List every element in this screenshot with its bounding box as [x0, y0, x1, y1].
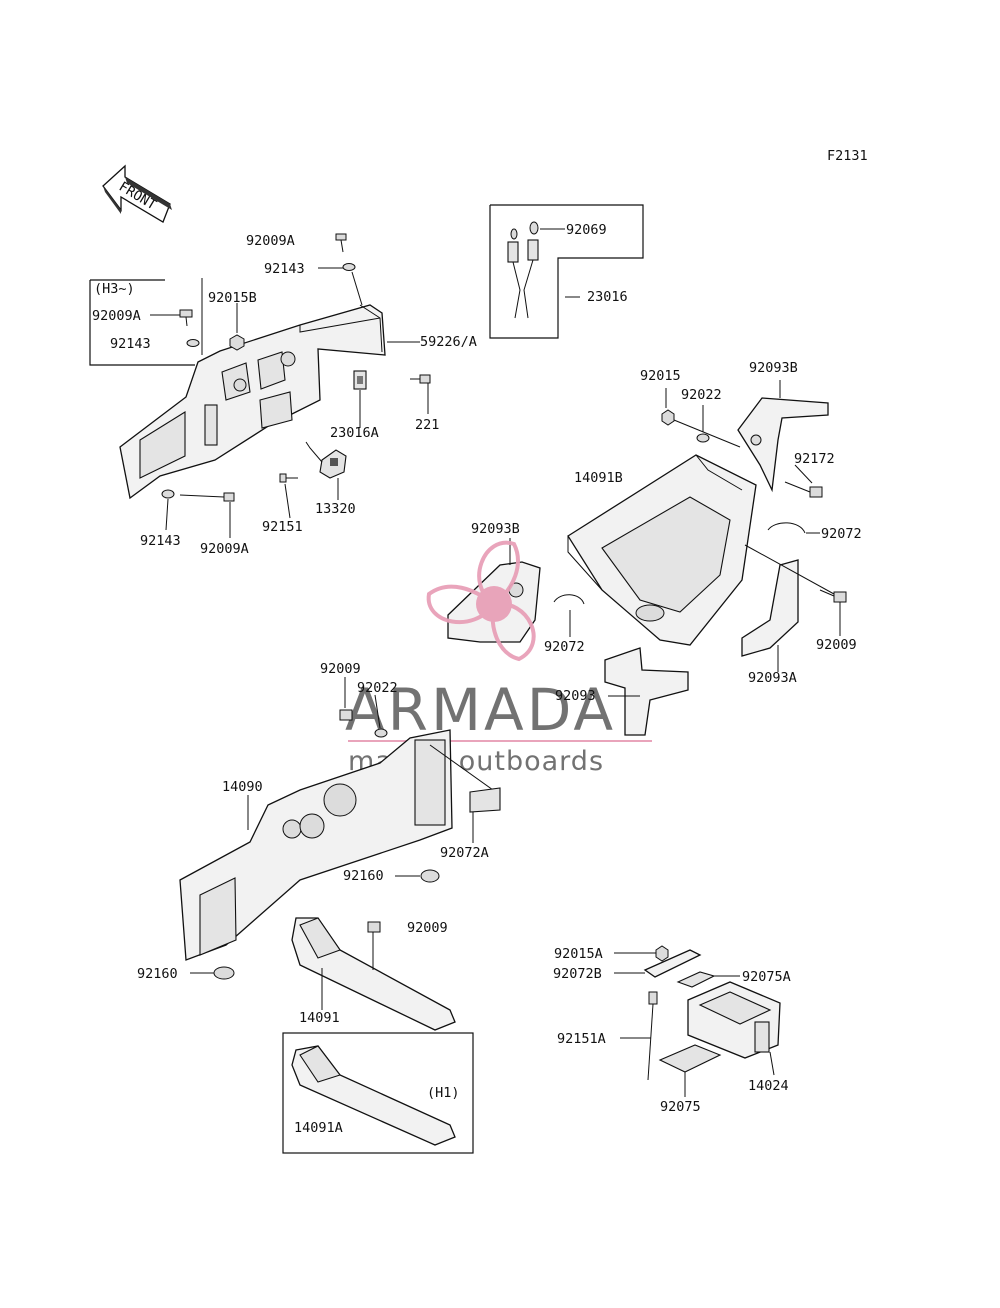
washer-92022-r: [696, 433, 710, 443]
label-92009A-top: 92009A: [246, 233, 295, 249]
label-92015A: 92015A: [554, 946, 603, 962]
clip-92072-r: [767, 522, 806, 534]
label-14091B: 14091B: [574, 470, 623, 486]
label-92072A: 92072A: [440, 845, 489, 861]
bolt-92009-mid: [339, 709, 353, 721]
harness-23016: [507, 221, 539, 319]
label-92172: 92172: [794, 451, 835, 467]
label-92009-mid: 92009: [320, 661, 361, 677]
instrument-panel-59226: [119, 304, 386, 500]
label-92160-mid: 92160: [343, 868, 384, 884]
nut-92015A: [655, 945, 669, 962]
label-92072B: 92072B: [553, 966, 602, 982]
harness-23016-box: [489, 204, 644, 339]
label-14024: 14024: [748, 1078, 789, 1094]
bolt-92009-r: [819, 589, 847, 603]
screw-92009A-box: [179, 309, 193, 327]
label-92151: 92151: [262, 519, 303, 535]
pad-92075A: [676, 971, 716, 988]
label-92072-l: 92072: [544, 639, 585, 655]
label-92022-mid: 92022: [357, 680, 398, 696]
label-92075: 92075: [660, 1099, 701, 1115]
label-221: 221: [415, 417, 439, 433]
label-92093B-l: 92093B: [471, 521, 520, 537]
screw-92009A-top: [335, 233, 347, 253]
screw-92151: [279, 473, 298, 483]
h1-variant-box: [282, 1032, 474, 1154]
nut-92015: [661, 409, 675, 426]
label-h3: (H3~): [94, 281, 135, 297]
washer-92143-top: [342, 263, 356, 271]
label-92022-r: 92022: [681, 387, 722, 403]
label-92151A: 92151A: [557, 1031, 606, 1047]
watermark-brand: ARMADA: [345, 676, 616, 744]
box-14024: [687, 981, 781, 1059]
strap-92072B: [643, 949, 702, 978]
label-92069: 92069: [566, 222, 607, 238]
washer-92143-box: [186, 339, 200, 347]
label-92093B-r: 92093B: [749, 360, 798, 376]
clip-92072-l: [553, 594, 585, 605]
bolt-92009-low: [367, 921, 381, 970]
h3-variant-box: [89, 280, 195, 366]
watermark-logo: ARMADA marine outboards: [345, 540, 652, 777]
label-23016A: 23016A: [330, 425, 379, 441]
label-92143-box: 92143: [110, 336, 151, 352]
grommet-92160-mid: [420, 869, 440, 883]
label-14091: 14091: [299, 1010, 340, 1026]
screw-221: [410, 374, 431, 384]
part-labels: 92009A 92143 (H3~) 92015B 92009A 92143 5…: [92, 222, 862, 1136]
label-92009A-bot: 92009A: [200, 541, 249, 557]
label-92009-r: 92009: [816, 637, 857, 653]
bolt-92172: [784, 481, 823, 498]
tray-14091B: [567, 454, 757, 646]
label-92015: 92015: [640, 368, 681, 384]
propeller-icon: [426, 540, 536, 662]
label-13320: 13320: [315, 501, 356, 517]
label-h1: (H1): [427, 1085, 460, 1101]
label-59226A: 59226/A: [420, 334, 477, 350]
label-92072-r: 92072: [821, 526, 862, 542]
label-92093: 92093: [555, 688, 596, 704]
nut-92015B: [229, 334, 245, 351]
grommet-92160-low: [213, 966, 235, 980]
bracket-92093: [604, 647, 689, 736]
label-14090: 14090: [222, 779, 263, 795]
bracket-92093A: [741, 559, 799, 657]
label-92009A-box: 92009A: [92, 308, 141, 324]
switch-23016A: [353, 370, 367, 390]
figure-code: F2131: [827, 148, 868, 164]
label-92075A: 92075A: [742, 969, 791, 985]
label-92143-top: 92143: [264, 261, 305, 277]
bolt-92151A: [647, 991, 658, 1081]
plate-14091: [291, 917, 456, 1031]
label-92093A: 92093A: [748, 670, 797, 686]
front-arrow-icon: FRONT: [102, 164, 172, 223]
screw-92009A-bot: [179, 492, 235, 502]
label-92009-low: 92009: [407, 920, 448, 936]
label-92015B: 92015B: [208, 290, 257, 306]
label-14091A: 14091A: [294, 1120, 343, 1136]
washer-92022-mid: [374, 728, 388, 738]
washer-92143-bot: [161, 489, 175, 499]
label-92143-bot: 92143: [140, 533, 181, 549]
socket-13320: [305, 441, 347, 479]
label-23016: 23016: [587, 289, 628, 305]
label-92160-low: 92160: [137, 966, 178, 982]
bracket-92093B-r: [737, 397, 829, 493]
panel-14090: [179, 729, 501, 961]
pad-92075: [658, 1044, 722, 1073]
plate-14091A: [291, 1045, 456, 1146]
